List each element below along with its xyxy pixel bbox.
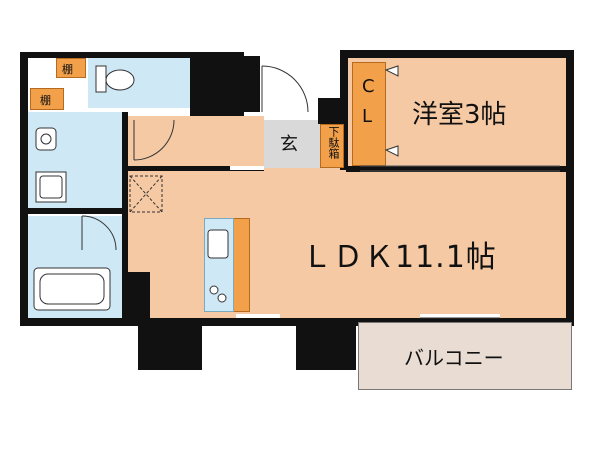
hallway (128, 116, 264, 170)
ldk-room (128, 168, 568, 318)
shelf-lower (30, 88, 64, 110)
wall-washroom-bath (28, 208, 124, 214)
column-2 (296, 326, 356, 370)
ldk-label: ＬＤＫ11.1帖 (302, 240, 497, 275)
wall-entrance-block (190, 56, 260, 112)
balcony (358, 322, 572, 390)
entrance-floor (264, 120, 320, 168)
shelf-upper (56, 58, 86, 78)
shoe-box-label: 下駄箱 (327, 126, 340, 159)
closet-label-bottom: L (362, 106, 373, 127)
shelf-upper-label: 棚 (62, 63, 73, 76)
wall-western-left (340, 50, 348, 170)
wall-toilet-top (84, 52, 196, 58)
wall-left (20, 52, 28, 326)
wall-western-ldk (346, 166, 566, 172)
western-room-label: 洋室3帖 (412, 100, 507, 130)
closet-label-top: C (362, 76, 375, 97)
wall-hall-ldk (128, 166, 264, 171)
entrance-label: 玄 (280, 134, 298, 155)
wall-kitchen-left-block (128, 272, 150, 322)
column-1 (138, 326, 202, 370)
wall-top-left (20, 52, 88, 58)
wall-right (566, 50, 574, 320)
shelf-lower-label: 棚 (40, 94, 51, 107)
wall-bottom (20, 318, 574, 326)
wall-western-top (340, 50, 572, 58)
balcony-label: バルコニー (404, 346, 504, 370)
shoe-box (320, 124, 344, 168)
wall-wet-right (122, 112, 128, 318)
